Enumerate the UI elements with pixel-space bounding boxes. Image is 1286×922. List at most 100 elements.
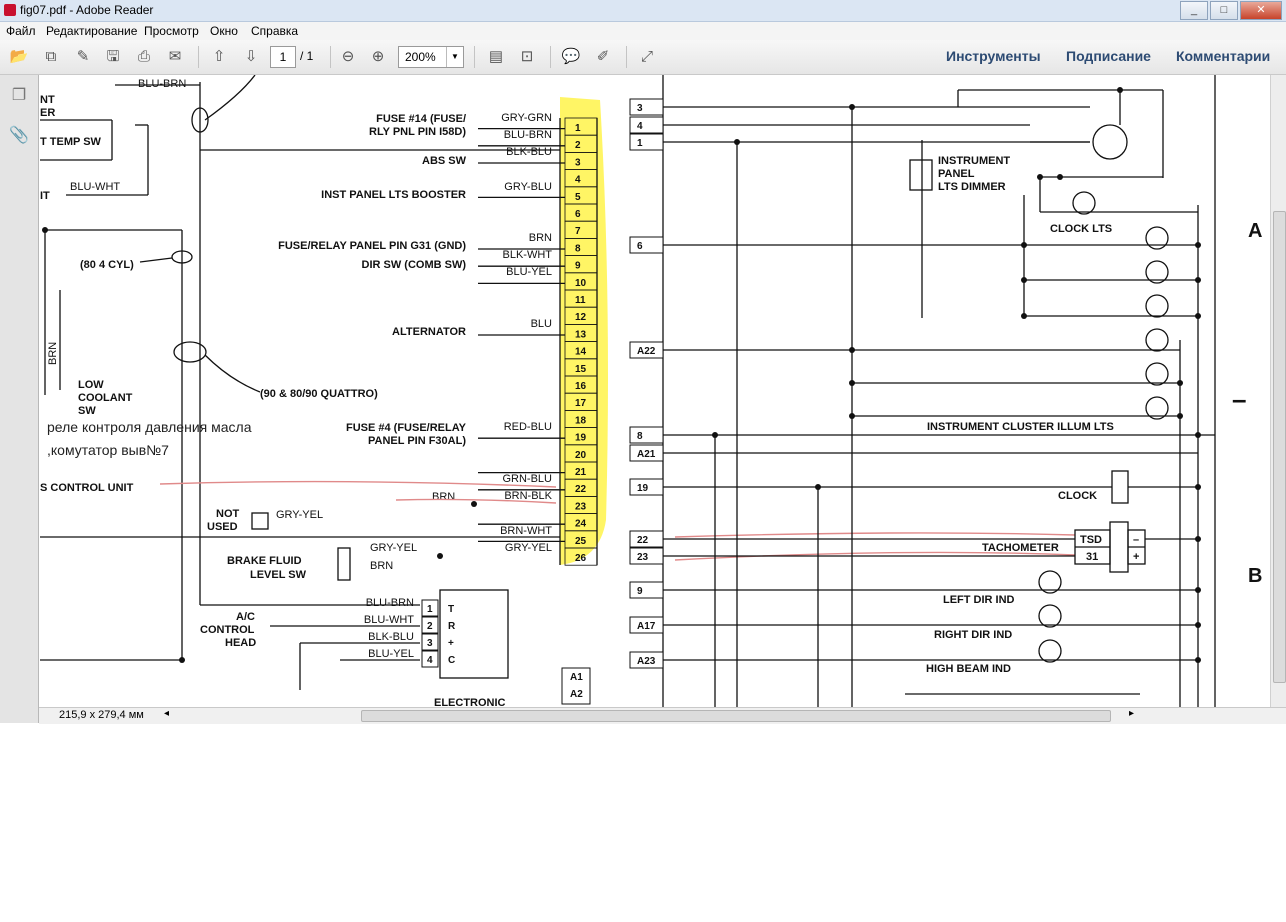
document-view[interactable]: NT ER T TEMP SW IT BLU-WHT BLU-BRN (80 4… — [39, 75, 1270, 707]
label-not: NOT — [216, 508, 240, 520]
window-title: fig07.pdf - Adobe Reader — [20, 3, 154, 17]
pin-number: 7 — [575, 226, 581, 237]
ac-pin-cell — [421, 650, 439, 668]
comment-icon[interactable]: 💬 — [561, 48, 581, 65]
email-icon[interactable]: ✉ — [168, 48, 182, 65]
label-4cyl: (80 4 CYL) — [80, 259, 134, 271]
fullscreen-icon[interactable]: ⤢ — [640, 48, 653, 65]
wire-blu-brn-top: BLU-BRN — [138, 78, 186, 90]
pin-number: 25 — [575, 536, 587, 547]
right-pin-cell — [629, 116, 664, 134]
next-page-icon[interactable]: ⇩ — [244, 48, 258, 65]
menu-file[interactable]: Файл — [6, 24, 36, 38]
pin-number: 20 — [575, 450, 587, 461]
pin-number: 6 — [575, 209, 581, 220]
right-pin-number: 8 — [637, 431, 643, 442]
right-pin-number: 9 — [637, 586, 643, 597]
label-coolant-sw: SW — [78, 405, 96, 417]
right-pin-cell — [629, 530, 664, 548]
label-clock: CLOCK — [1058, 490, 1097, 502]
side-letter-b: B — [1248, 565, 1262, 587]
right-pin-number: 3 — [637, 103, 643, 114]
scroll-left-icon[interactable]: ◂ — [164, 708, 170, 719]
label-it: IT — [40, 190, 50, 202]
right-pin-cell — [629, 341, 664, 359]
right-pin-number: 22 — [637, 535, 649, 546]
wire-label: GRN-BLU — [502, 473, 552, 485]
label-panel: PANEL — [938, 168, 975, 180]
label-ac: A/C — [236, 611, 255, 623]
annotation-line2: ,комутатор выв№7 — [47, 442, 169, 458]
maximize-button[interactable]: □ — [1210, 1, 1238, 20]
ac-pin-cell — [421, 633, 439, 651]
adobe-reader-icon — [4, 4, 16, 16]
zoom-in-icon[interactable]: ⊕ — [371, 48, 385, 65]
menu-window[interactable]: Окно — [210, 24, 238, 38]
pages-icon[interactable]: ❐ — [11, 87, 27, 104]
prev-page-icon[interactable]: ⇧ — [212, 48, 226, 65]
edit-icon[interactable]: ✎ — [76, 48, 90, 65]
tab-comments[interactable]: Комментарии — [1176, 48, 1271, 64]
zoom-select[interactable]: 200% ▼ — [398, 46, 464, 68]
fit-width-icon[interactable]: ⊡ — [520, 48, 534, 65]
right-pin-number: 19 — [637, 483, 649, 494]
side-letter-a: A — [1248, 220, 1262, 242]
wire-brn-ground: BRN — [432, 491, 455, 503]
label-head: HEAD — [225, 637, 256, 649]
label-used: USED — [207, 521, 238, 533]
close-button[interactable]: ✕ — [1240, 1, 1282, 20]
label-31: 31 — [1086, 551, 1098, 563]
pin-number: 17 — [575, 398, 587, 409]
ac-pin-number: 2 — [427, 621, 433, 632]
minimize-button[interactable]: _ — [1180, 1, 1208, 20]
wire-gry-yel-notused: GRY-YEL — [276, 509, 323, 521]
wire-label: BRN-WHT — [500, 525, 552, 537]
right-pin-cell — [629, 236, 664, 254]
label-instrument: INSTRUMENT — [938, 155, 1010, 167]
vertical-scrollbar[interactable] — [1270, 75, 1286, 707]
print-icon[interactable]: ⎙ — [137, 48, 150, 65]
attachment-icon[interactable]: 📎 — [9, 127, 29, 144]
right-pin-cell — [629, 98, 664, 116]
pin-number: 22 — [575, 484, 587, 495]
right-pin-number: A23 — [637, 656, 656, 667]
open-icon[interactable]: 📂 — [9, 48, 29, 65]
label-tsd: TSD — [1080, 534, 1102, 546]
highlight-icon[interactable]: ✐ — [596, 48, 610, 65]
right-pin-number: A21 — [637, 449, 656, 460]
right-pin-cell — [629, 547, 664, 565]
page-number-input[interactable]: 1 — [270, 46, 296, 68]
pin-number: 3 — [575, 157, 581, 168]
ac-wire-label: BLU-WHT — [364, 614, 414, 626]
right-pin-cell — [629, 616, 664, 634]
ac-pin-cell — [421, 599, 439, 617]
scroll-right-icon[interactable]: ▸ — [1129, 708, 1135, 719]
fit-page-icon[interactable]: ▤ — [488, 48, 504, 65]
component-abs-sw: ABS SW — [422, 155, 467, 167]
chevron-down-icon[interactable]: ▼ — [446, 47, 463, 67]
wire-brn-vertical: BRN — [47, 342, 59, 365]
wire-label: GRY-YEL — [370, 542, 417, 554]
pin-cell — [564, 547, 598, 566]
horizontal-scroll-thumb[interactable] — [361, 710, 1111, 722]
menu-help[interactable]: Справка — [251, 24, 299, 38]
wire-label: RED-BLU — [504, 421, 552, 433]
tab-tools[interactable]: Инструменты — [946, 48, 1041, 64]
right-pin-number: A17 — [637, 621, 656, 632]
save-icon[interactable]: 🖫 — [106, 48, 120, 65]
wire-label: GRY-BLU — [504, 181, 552, 193]
menu-view[interactable]: Просмотр — [144, 24, 199, 38]
pin-a2: A2 — [570, 689, 583, 700]
pin-number: 1 — [575, 123, 581, 134]
ac-terminal-letter: T — [448, 604, 454, 615]
zoom-out-icon[interactable]: ⊖ — [341, 48, 355, 65]
pin-number: 15 — [575, 364, 587, 375]
component-dir-sw: DIR SW (COMB SW) — [362, 259, 467, 271]
pin-number: 18 — [575, 415, 587, 426]
tab-sign[interactable]: Подписание — [1066, 48, 1151, 64]
vertical-scroll-thumb[interactable] — [1273, 211, 1286, 683]
wire-blu-wht-left: BLU-WHT — [70, 181, 120, 193]
create-pdf-icon[interactable]: ⧉ — [45, 48, 57, 65]
wire-label: GRY-GRN — [501, 112, 552, 124]
menu-edit[interactable]: Редактирование — [46, 24, 138, 38]
